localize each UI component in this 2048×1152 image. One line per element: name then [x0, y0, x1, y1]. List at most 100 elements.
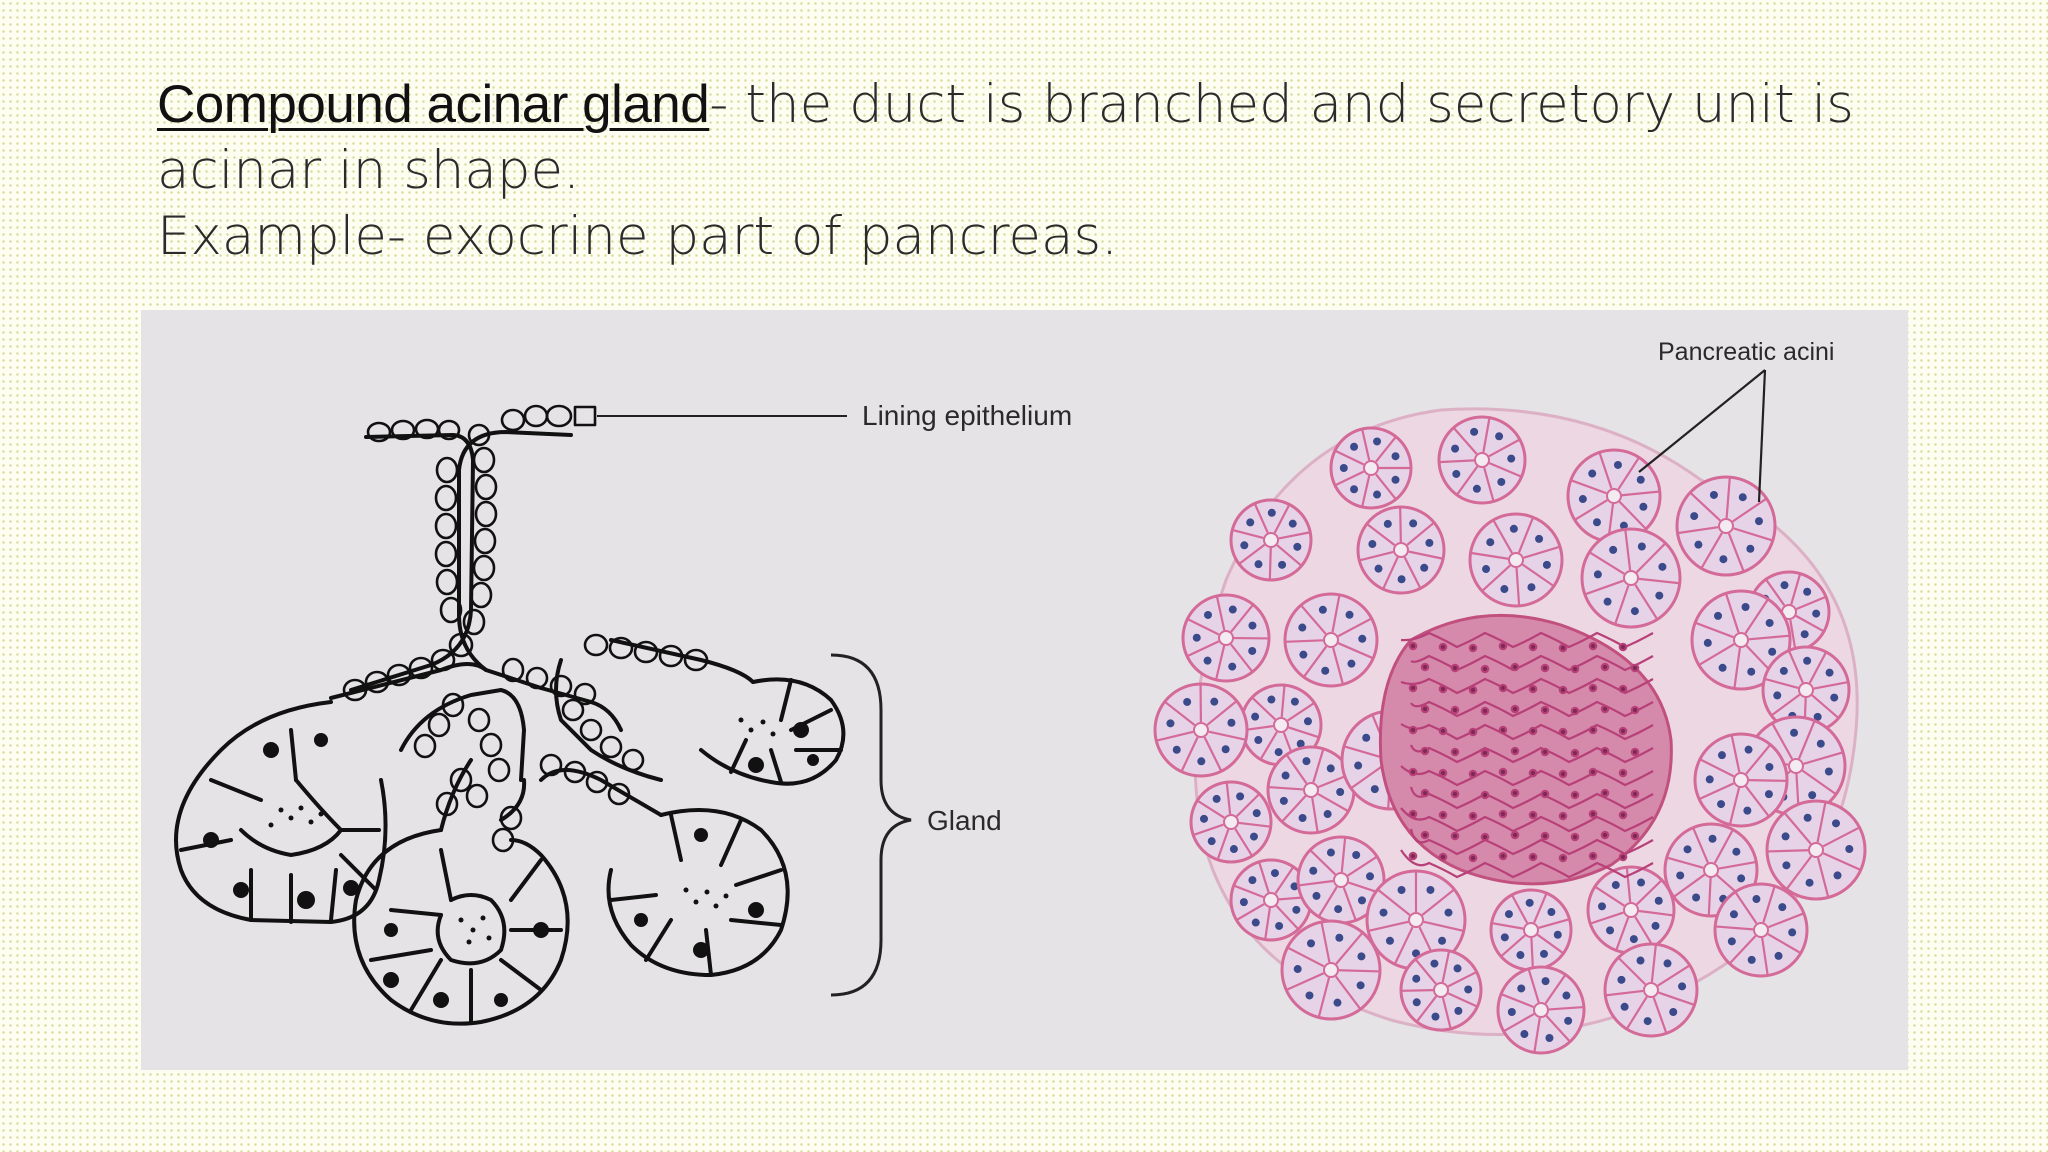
pancreas-section	[1153, 369, 1867, 1055]
acinus	[1765, 799, 1867, 901]
islet-nucleus	[1528, 642, 1538, 652]
gland-brace	[830, 653, 912, 997]
islet-nucleus	[1450, 705, 1460, 715]
islet-nucleus	[1450, 747, 1460, 757]
islet-nucleus	[1420, 704, 1430, 714]
islet-nucleus	[1450, 831, 1460, 841]
definition-text: - the duct is branched and secretory uni…	[709, 74, 1854, 135]
islet-nucleus	[1570, 748, 1580, 758]
islet-nucleus	[1510, 788, 1520, 798]
acinus	[1675, 475, 1777, 577]
islet-nucleus	[1498, 683, 1508, 693]
islet-cord	[1409, 744, 1654, 764]
islet-cord	[1400, 631, 1654, 649]
islet-nucleus	[1588, 809, 1598, 819]
islet-nucleus	[1408, 767, 1418, 777]
islet-nucleus	[1630, 747, 1640, 757]
acinus	[1603, 942, 1699, 1038]
acinus	[1693, 732, 1789, 828]
gland-label: Gland	[927, 805, 1002, 836]
islet-nucleus	[1600, 704, 1610, 714]
islet-nucleus	[1588, 725, 1598, 735]
islet-cord	[1400, 807, 1654, 833]
islet-nucleus	[1558, 685, 1568, 695]
islet-nucleus	[1498, 809, 1508, 819]
acinus	[1229, 498, 1313, 582]
definition-continuation: acinar in shape.	[157, 140, 580, 201]
acini-pointer-1	[1638, 369, 1766, 473]
islet-nucleus	[1438, 726, 1448, 736]
islet-nucleus	[1630, 663, 1640, 673]
islet-nucleus	[1480, 664, 1490, 674]
islet-nucleus	[1408, 809, 1418, 819]
figure-illustration	[174, 369, 1867, 1055]
islet-nucleus	[1510, 830, 1520, 840]
islet-nucleus	[1468, 811, 1478, 821]
islet-nucleus	[1540, 663, 1550, 673]
islet-nucleus	[1480, 832, 1490, 842]
islet-nucleus	[1480, 790, 1490, 800]
islet-nucleus	[1618, 852, 1628, 862]
islet-nucleus	[1618, 642, 1628, 652]
islet-nucleus	[1450, 663, 1460, 673]
acini-pointer-2	[1757, 369, 1767, 503]
islet-nucleus	[1528, 684, 1538, 694]
islet-nucleus	[1420, 662, 1430, 672]
example-text: Example- exocrine part of pancreas.	[157, 206, 1118, 267]
secretory-granules	[203, 717, 819, 1008]
islet-nucleus	[1420, 830, 1430, 840]
islet-nucleus	[1438, 684, 1448, 694]
islet-nucleus	[1468, 727, 1478, 737]
islet-nucleus	[1588, 851, 1598, 861]
acinus	[1283, 592, 1379, 688]
islet-nucleus	[1588, 767, 1598, 777]
islet-nucleus	[1540, 831, 1550, 841]
islet-nucleus	[1450, 789, 1460, 799]
islet-nucleus	[1498, 851, 1508, 861]
islet-nucleus	[1528, 852, 1538, 862]
islet-nucleus	[1540, 789, 1550, 799]
islet-nucleus	[1468, 853, 1478, 863]
islet-nucleus	[1600, 662, 1610, 672]
islet-nucleus	[1528, 726, 1538, 736]
acinus	[1399, 948, 1483, 1032]
gland-term: Compound acinar gland	[157, 75, 710, 134]
islet-nucleus	[1528, 810, 1538, 820]
islet-nucleus	[1438, 852, 1448, 862]
islet-nucleus	[1630, 705, 1640, 715]
islet-cord	[1400, 765, 1654, 787]
islet-nucleus	[1558, 643, 1568, 653]
islet-nucleus	[1510, 662, 1520, 672]
lining-epithelium-label: Lining epithelium	[862, 400, 1073, 431]
islet-cord	[1410, 700, 1654, 718]
acinus	[1580, 527, 1682, 629]
acinus	[1189, 780, 1273, 864]
acinus	[1153, 682, 1249, 778]
acinus	[1468, 512, 1564, 608]
acini-group	[1153, 415, 1867, 1055]
islet-nucleus	[1618, 810, 1628, 820]
islet-nucleus	[1570, 706, 1580, 716]
pancreatic-acini-label: Pancreatic acini	[1658, 338, 1835, 366]
islet-nucleus	[1558, 769, 1568, 779]
acinus	[1761, 645, 1851, 735]
islet-nucleus	[1588, 683, 1598, 693]
islet-nucleus	[1630, 831, 1640, 841]
islet-nucleus	[1480, 706, 1490, 716]
islet-nucleus	[1540, 705, 1550, 715]
islet-nucleus	[1468, 769, 1478, 779]
islet-nucleus	[1558, 727, 1568, 737]
islet-nucleus	[1510, 746, 1520, 756]
islet-nucleus	[1408, 725, 1418, 735]
islet-cord	[1410, 654, 1654, 672]
islet-nucleus	[1570, 664, 1580, 674]
islet-cord	[1409, 828, 1654, 856]
islet-nucleus	[1438, 768, 1448, 778]
islet-nucleus	[1570, 790, 1580, 800]
islet-nucleus	[1600, 746, 1610, 756]
acinus	[1437, 415, 1527, 505]
islet-nucleus	[1618, 684, 1628, 694]
islet-nucleus	[1420, 746, 1430, 756]
acinus	[1356, 505, 1446, 595]
acinus	[1713, 882, 1809, 978]
